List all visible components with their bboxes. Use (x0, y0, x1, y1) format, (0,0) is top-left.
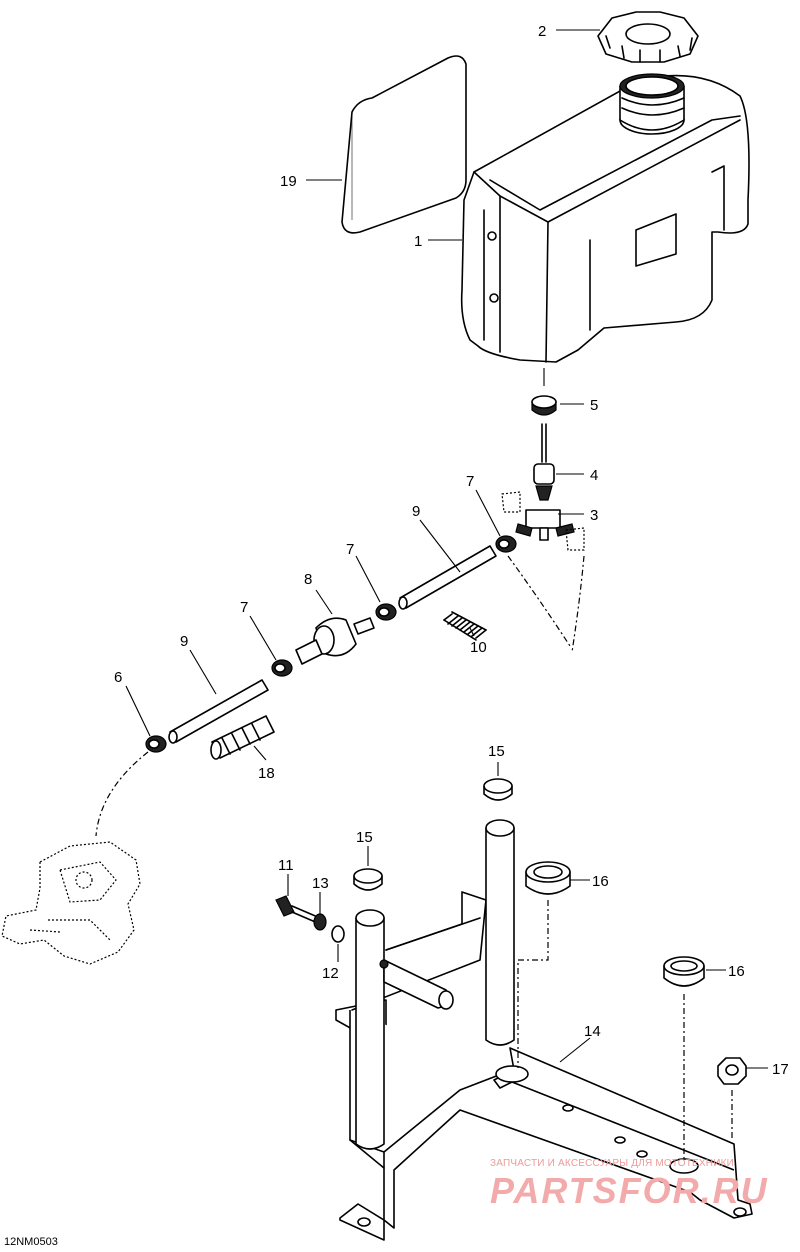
part-18-sleeve (210, 715, 275, 760)
callout-10: 10 (470, 639, 487, 656)
callout-15-a: 15 (488, 743, 505, 760)
part-12-washer (331, 925, 345, 943)
part-14-frame (335, 819, 753, 1241)
part-11-bolt (275, 895, 321, 925)
part-15-grommet-a (483, 778, 513, 801)
callout-18: 18 (258, 765, 275, 782)
watermark-brand: PARTSFOR.RU (490, 1170, 769, 1211)
part-3-valve (501, 491, 585, 653)
part-17-nut (717, 1057, 747, 1085)
callout-15-b: 15 (356, 829, 373, 846)
callout-19: 19 (280, 173, 297, 190)
part-5-grommet (531, 395, 557, 416)
part-6-clamp (145, 735, 167, 753)
callout-9-a: 9 (412, 503, 420, 520)
part-7-clamp-c (271, 659, 293, 677)
part-8-filter (295, 617, 375, 665)
callout-16-b: 16 (728, 963, 745, 980)
callout-8: 8 (304, 571, 312, 588)
callout-3: 3 (590, 507, 598, 524)
callout-1: 1 (414, 233, 422, 250)
part-10-spring (443, 611, 487, 641)
callout-5: 5 (590, 397, 598, 414)
callout-17: 17 (772, 1061, 789, 1078)
callout-16-a: 16 (592, 873, 609, 890)
part-19-decal (341, 55, 467, 234)
part-1-tank (460, 73, 750, 363)
part-4-pickup (533, 423, 555, 501)
watermark-tagline: ЗАПЧАСТИ И АКСЕССУАРЫ ДЛЯ МОТОТЕХНИКИ (490, 1158, 735, 1169)
part-7-clamp-b (375, 603, 397, 621)
callout-4: 4 (590, 467, 598, 484)
callout-7-b: 7 (346, 541, 354, 558)
diagram-reference-code: 12NM0503 (4, 1236, 58, 1248)
leader-lines (125, 29, 768, 1069)
part-13-washer (313, 913, 327, 931)
callout-14: 14 (584, 1023, 601, 1040)
part-15-grommet-b (353, 868, 383, 891)
part-16-grommet-b (663, 956, 705, 987)
callout-7-c: 7 (240, 599, 248, 616)
part-9-hose-upper (398, 545, 497, 610)
callout-6: 6 (114, 669, 122, 686)
callout-12: 12 (322, 965, 339, 982)
carburetor-reference (1, 841, 141, 965)
callout-2: 2 (538, 23, 546, 40)
callout-7-a: 7 (466, 473, 474, 490)
callout-9-b: 9 (180, 633, 188, 650)
part-7-clamp-a (495, 535, 517, 553)
callout-13: 13 (312, 875, 329, 892)
part-2-cap (597, 11, 699, 63)
part-9-hose-lower (168, 679, 269, 744)
part-16-grommet-a (525, 861, 571, 895)
callout-11: 11 (278, 857, 294, 874)
